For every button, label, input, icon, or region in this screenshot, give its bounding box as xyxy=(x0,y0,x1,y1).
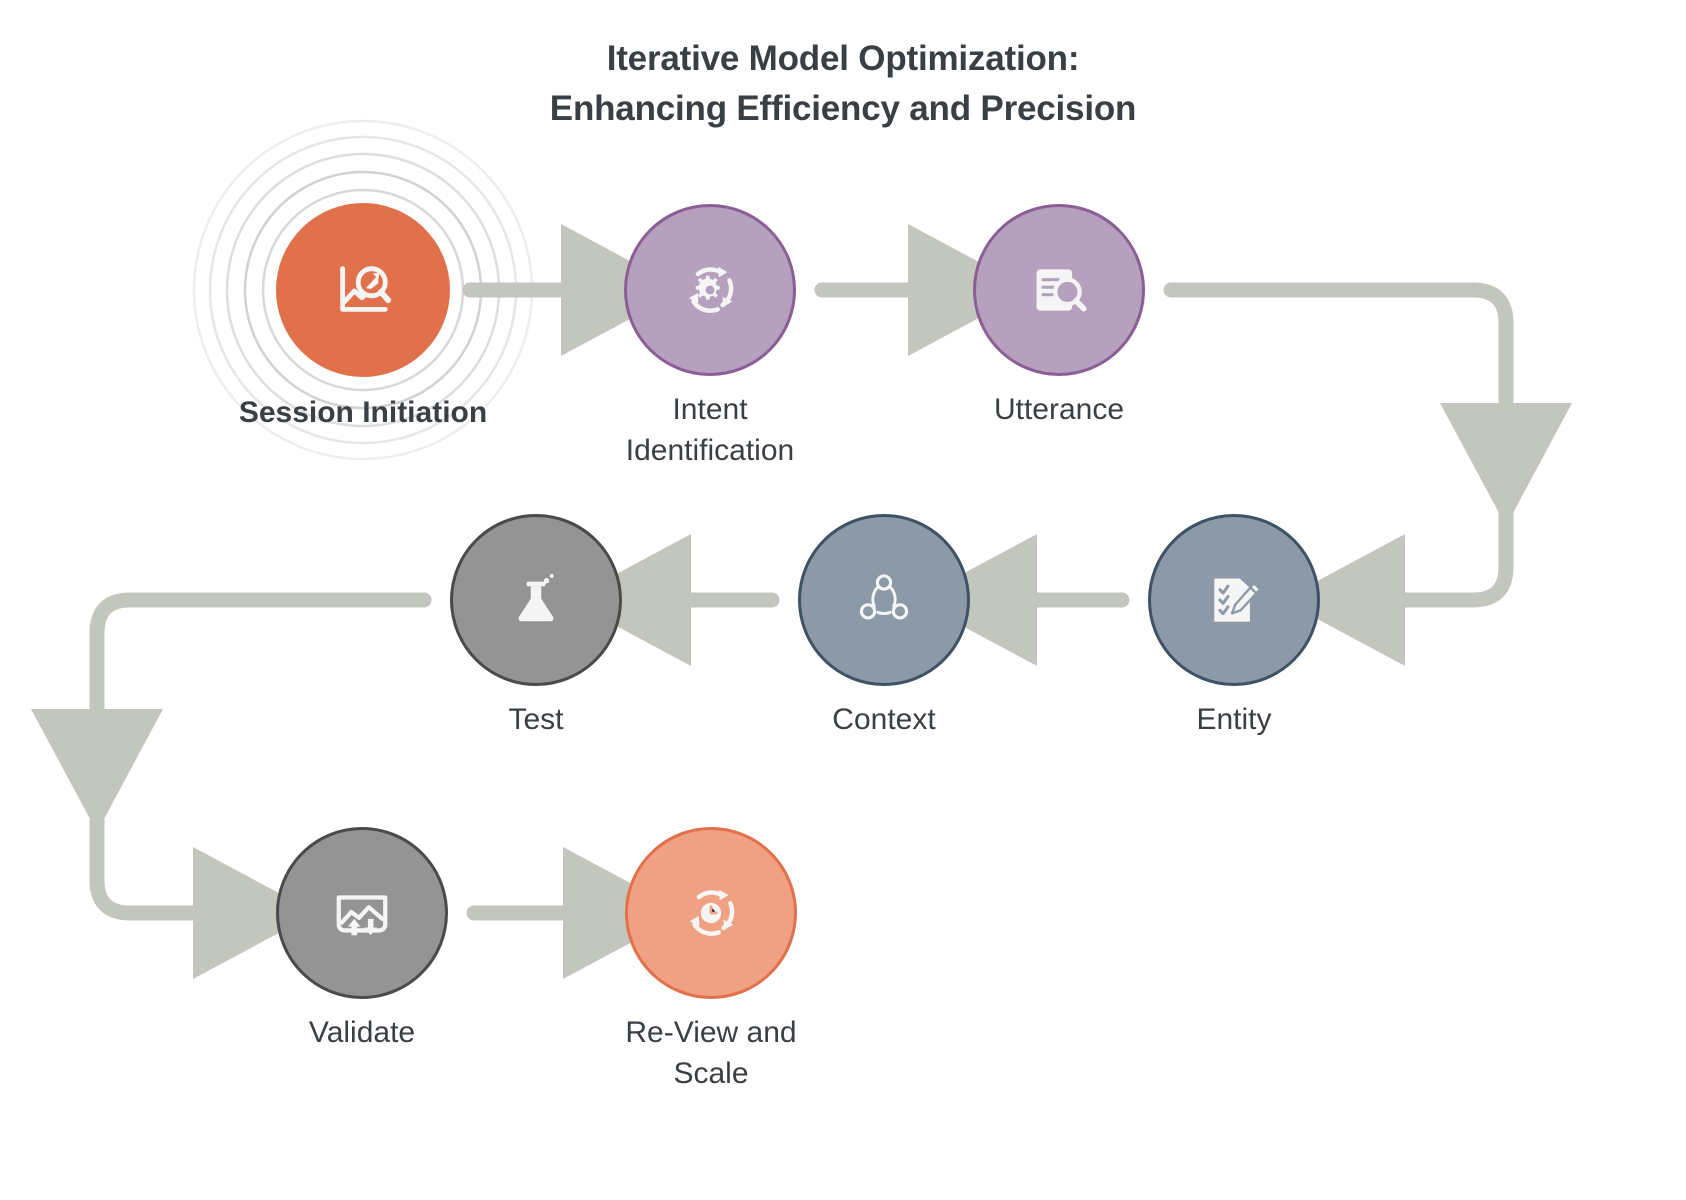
node-circle-re-view-and-scale[interactable] xyxy=(625,827,797,999)
connector-test-to-validate-lower xyxy=(89,792,316,979)
node-circle-context[interactable] xyxy=(798,514,970,686)
chart-magnifier-icon xyxy=(340,266,392,312)
node-circle-test[interactable] xyxy=(450,514,622,686)
node-label-intent-identification: Intent Identification xyxy=(625,393,795,467)
page-title: Iterative Model Optimization: Enhancing … xyxy=(549,39,1137,128)
pen-shape xyxy=(1230,581,1262,615)
connector-utterance-to-entity-lower xyxy=(1282,486,1514,666)
gear-refresh-icon xyxy=(688,266,734,313)
node-circle-intent-identification[interactable] xyxy=(624,204,796,376)
connector-test-to-validate-upper xyxy=(31,592,432,832)
chart-arrows-icon xyxy=(336,895,388,936)
node-circle-session-initiation[interactable] xyxy=(276,203,450,377)
node-label-utterance: Utterance xyxy=(993,393,1125,426)
node-circle-utterance[interactable] xyxy=(973,204,1145,376)
node-label-re-view-and-scale: Re-View and Scale xyxy=(625,1016,797,1090)
node-label-validate: Validate xyxy=(308,1016,416,1049)
node-label-context: Context xyxy=(832,703,936,736)
node-circle-validate[interactable] xyxy=(276,827,448,999)
network-nodes-icon xyxy=(859,574,909,620)
clock-refresh-icon xyxy=(689,889,735,936)
node-label-session-initiation: Session Initiation xyxy=(238,396,488,429)
flask-icon xyxy=(518,574,554,622)
node-label-test: Test xyxy=(508,703,564,736)
node-circle-entity[interactable] xyxy=(1148,514,1320,686)
connector-utterance-to-entity-upper xyxy=(1163,282,1572,526)
node-label-entity: Entity xyxy=(1196,703,1272,736)
document-search-icon xyxy=(1036,269,1087,312)
arrow-up-down xyxy=(347,918,378,936)
checklist-pen-icon xyxy=(1214,578,1262,622)
